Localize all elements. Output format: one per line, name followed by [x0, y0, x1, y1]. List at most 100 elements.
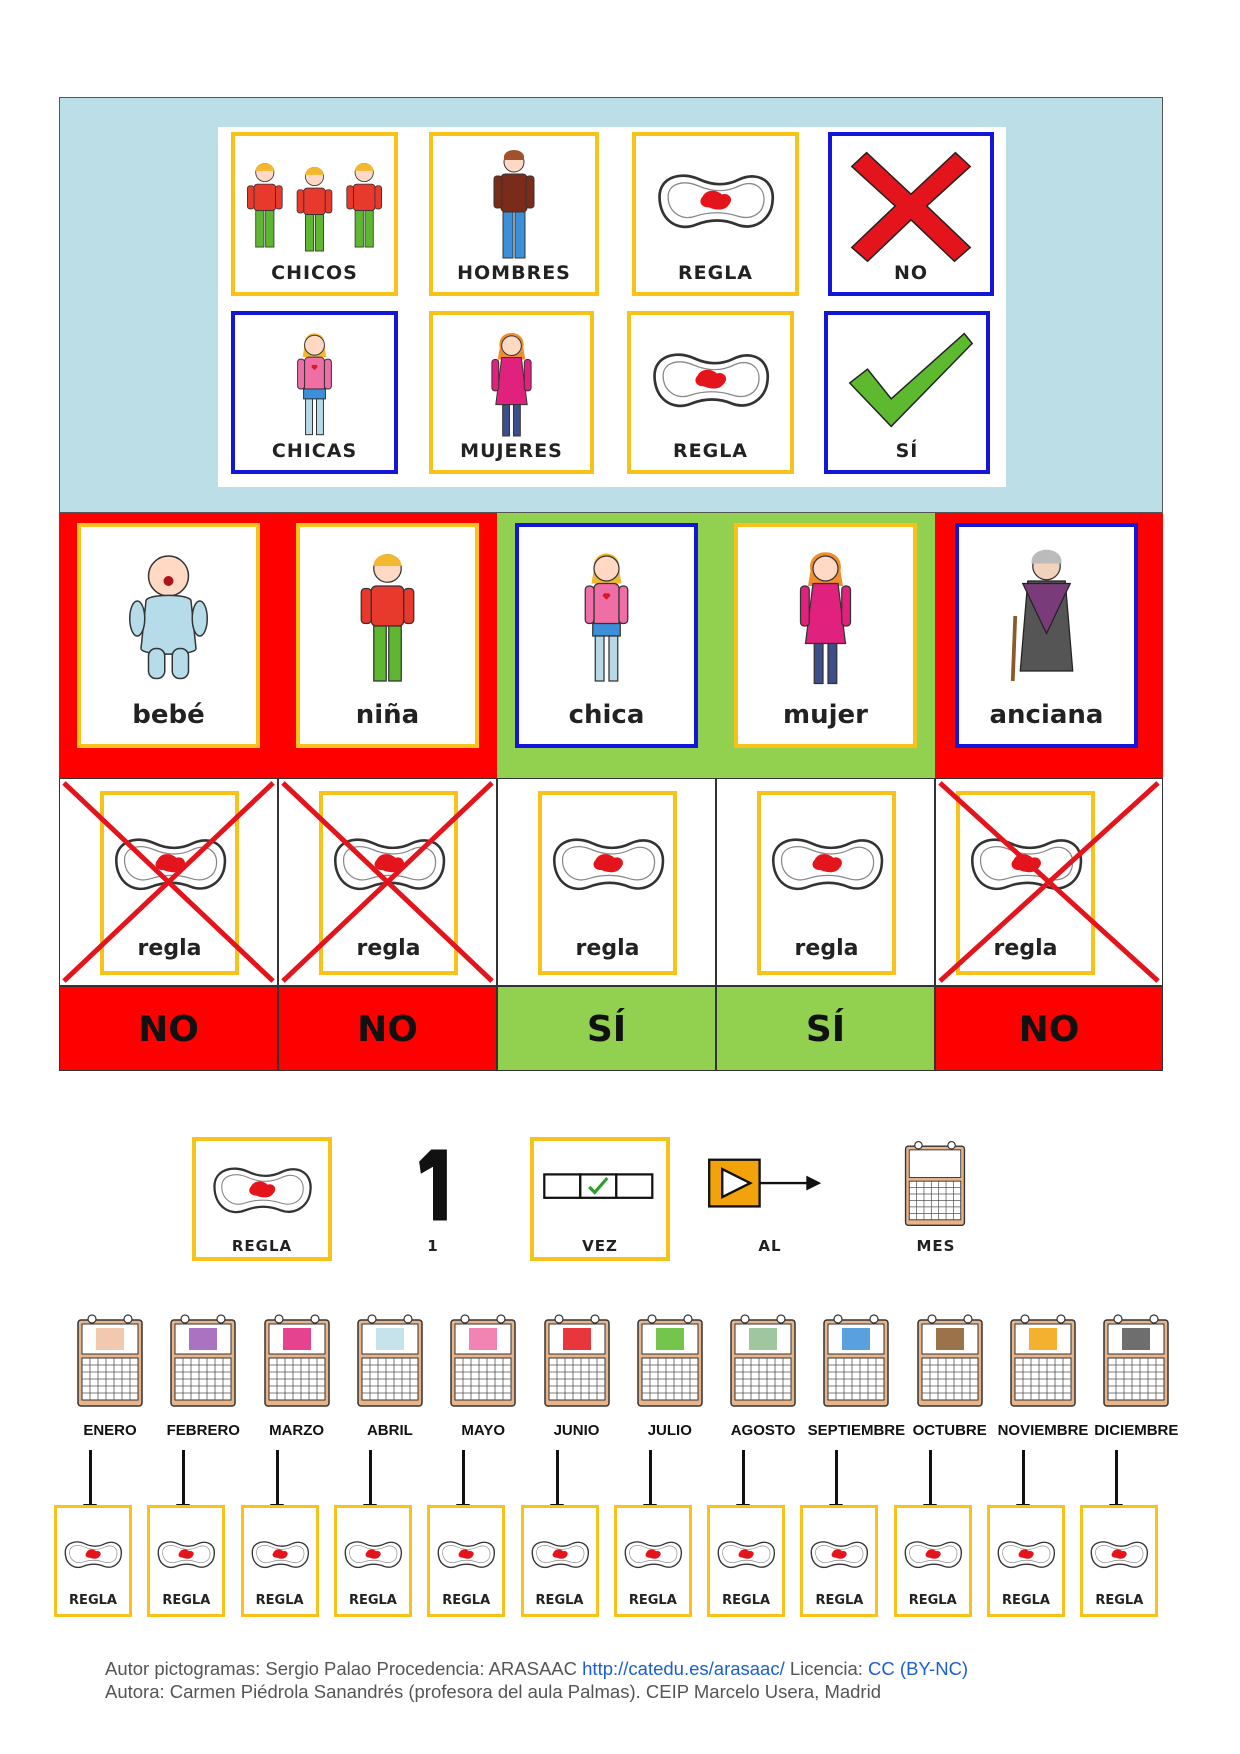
legend-card-chicos: CHICOS: [231, 132, 398, 296]
month-label: AGOSTO: [730, 1422, 796, 1439]
number-one-icon: [419, 1149, 447, 1221]
month-regla-label: REGLA: [535, 1593, 584, 1608]
down-arrow-icon: [1109, 1450, 1124, 1516]
legend-label: SÍ: [895, 440, 919, 462]
little-girl-icon: [360, 553, 415, 682]
legend-card-hombres: HOMBRES: [429, 132, 599, 296]
calendar-icon: [904, 1140, 966, 1227]
month-label: ENERO: [83, 1422, 137, 1439]
month-regla-label: REGLA: [69, 1593, 117, 1608]
regla-cell: regla: [278, 778, 497, 986]
month-label: JULIO: [647, 1422, 692, 1439]
month-regla-label: REGLA: [908, 1593, 957, 1608]
person-card-anciana: anciana: [955, 523, 1138, 748]
legend-card-regla-2: REGLA: [627, 311, 794, 474]
person-card-nina: niña: [296, 523, 479, 748]
person-label: chica: [568, 700, 645, 730]
month-regla-card: REGLA: [240, 1505, 319, 1617]
down-arrow-icon: [829, 1450, 844, 1516]
month-label: DICIEMBRE: [1094, 1422, 1179, 1439]
regla-card: regla: [538, 791, 677, 975]
credits-license-label: Licencia:: [784, 1658, 869, 1679]
month-regla-card: REGLA: [427, 1505, 506, 1617]
credits-line-1: Autor pictogramas: Sergio Palao Proceden…: [105, 1657, 1155, 1680]
month-label: MARZO: [269, 1422, 325, 1439]
person-label: bebé: [132, 700, 205, 730]
girl-icon: [297, 332, 332, 436]
red-cross-icon: [938, 781, 1160, 983]
answer-si: SÍ: [497, 986, 716, 1071]
sanitary-pad-icon: [64, 1541, 123, 1568]
legend-label: REGLA: [677, 262, 754, 284]
red-cross-icon: [62, 781, 275, 983]
month-regla-label: REGLA: [162, 1593, 211, 1608]
boys-icon: [246, 162, 383, 252]
person-label: mujer: [783, 700, 868, 730]
month-regla-card: REGLA: [613, 1505, 692, 1617]
legend-label: NO: [893, 262, 929, 284]
down-arrow-icon: [456, 1450, 471, 1516]
regla-label: regla: [794, 936, 859, 961]
red-x-icon: [850, 151, 972, 263]
month-regla-card: REGLA: [707, 1505, 786, 1617]
sanitary-pad-icon: [997, 1541, 1056, 1568]
legend-card-regla-1: REGLA: [632, 132, 799, 296]
arasaac-link[interactable]: http://catedu.es/arasaac/: [582, 1658, 785, 1679]
down-arrow-icon: [269, 1450, 284, 1516]
sanitary-pad-icon: [531, 1541, 589, 1568]
month-regla-label: REGLA: [255, 1593, 304, 1608]
person-label: anciana: [989, 700, 1104, 730]
sentence-card-vez: [530, 1137, 670, 1261]
regla-cell: regla: [716, 778, 935, 986]
regla-card: regla: [757, 791, 896, 975]
sentence-label: 1: [427, 1237, 439, 1255]
down-arrow-icon: [642, 1450, 657, 1516]
regla-label: regla: [356, 936, 421, 961]
month-regla-card: REGLA: [54, 1505, 132, 1617]
month-regla-label: REGLA: [815, 1593, 864, 1608]
man-icon: [493, 149, 535, 259]
month-regla-card: REGLA: [333, 1505, 412, 1617]
regla-label: regla: [575, 936, 640, 961]
legend-card-si: SÍ: [824, 311, 990, 474]
sanitary-pad-icon: [904, 1541, 962, 1568]
person-label: niña: [355, 700, 420, 730]
regla-label: regla: [993, 936, 1058, 961]
legend-card-chicas: CHICAS: [231, 311, 398, 474]
month-regla-card: REGLA: [1080, 1505, 1159, 1617]
month-label: FEBRERO: [166, 1422, 240, 1439]
month-regla-label: REGLA: [348, 1593, 397, 1608]
sanitary-pad-icon: [157, 1541, 216, 1568]
month-regla-label: REGLA: [628, 1593, 677, 1608]
sentence-label: MES: [916, 1237, 956, 1255]
sanitary-pad-icon: [717, 1541, 776, 1568]
month-regla-label: REGLA: [442, 1593, 491, 1608]
once-checkbox-icon: [543, 1173, 654, 1199]
credits-line-2: Autora: Carmen Piédrola Sanandrés (profe…: [105, 1681, 881, 1702]
down-arrow-icon: [362, 1450, 377, 1516]
month-label: JUNIO: [553, 1422, 600, 1439]
sanitary-pad-icon: [653, 353, 770, 408]
license-link[interactable]: CC (BY-NC): [868, 1658, 969, 1679]
play-arrow-icon: [708, 1158, 822, 1208]
sanitary-pad-icon: [624, 1541, 682, 1568]
green-check-icon: [848, 332, 974, 428]
regla-cell: regla: [59, 778, 278, 986]
sanitary-pad-icon: [1090, 1541, 1149, 1568]
down-arrow-icon: [549, 1450, 564, 1516]
sentence-label: AL: [758, 1237, 782, 1255]
person-card-mujer: mujer: [734, 523, 917, 748]
month-regla-card: REGLA: [147, 1505, 226, 1617]
sanitary-pad-icon: [213, 1167, 312, 1214]
legend-label: MUJERES: [460, 440, 563, 462]
month-label: MAYO: [461, 1422, 505, 1439]
answer-si: SÍ: [716, 986, 935, 1071]
sanitary-pad-icon: [771, 838, 884, 891]
down-arrow-icon: [1016, 1450, 1030, 1516]
legend-label: CHICOS: [271, 262, 358, 284]
month-label: ABRIL: [366, 1422, 413, 1439]
down-arrow-icon: [922, 1450, 937, 1516]
sentence-label: REGLA: [231, 1237, 293, 1255]
month-label: SEPTIEMBRE: [807, 1422, 906, 1439]
down-arrow-icon: [176, 1450, 191, 1516]
